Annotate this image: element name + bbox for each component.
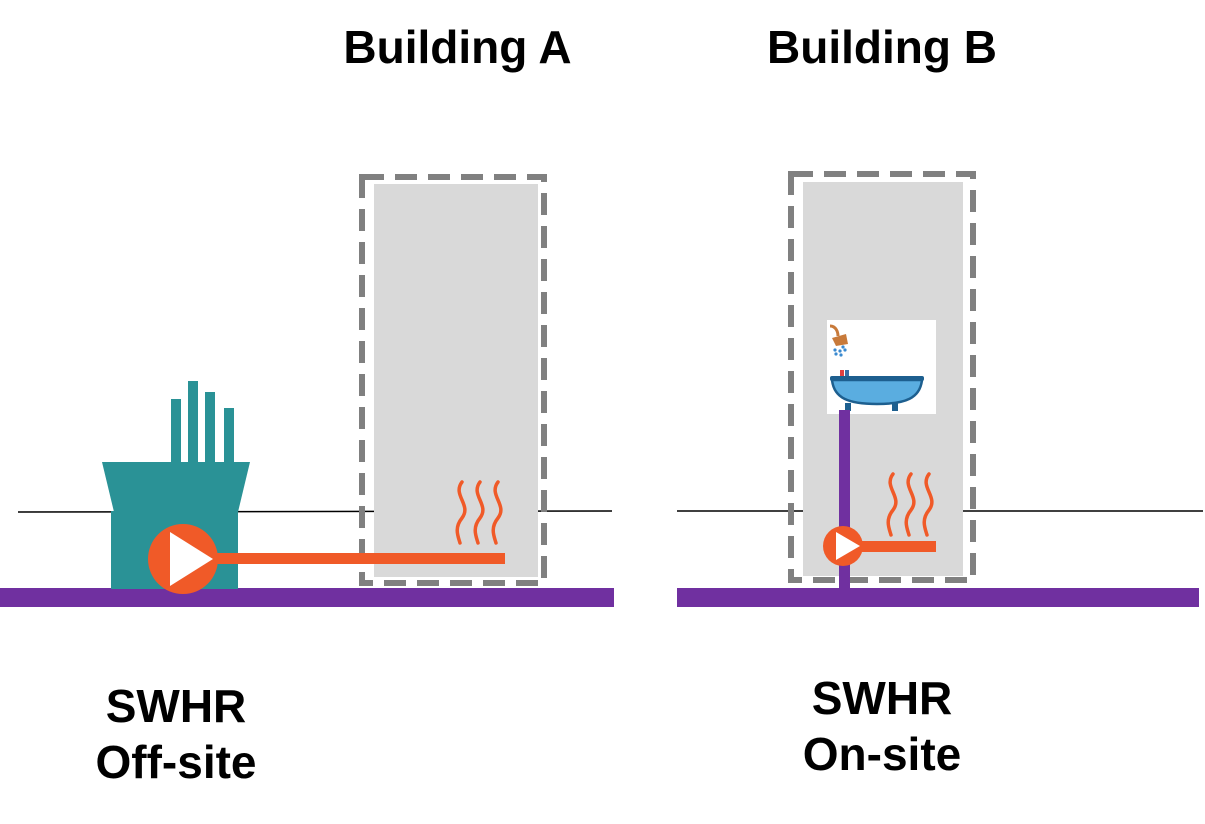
- swhr-onsite-label: SWHR On-site: [776, 670, 988, 782]
- swhr-offsite-line2: Off-site: [95, 736, 257, 788]
- bathtub-icon: [827, 320, 936, 414]
- drain-pipe-b: [839, 410, 850, 590]
- swhr-offsite-line1: SWHR: [105, 680, 247, 732]
- building-a-title: Building A: [343, 21, 572, 73]
- swhr-offsite-label: SWHR Off-site: [70, 678, 282, 790]
- shower-icon: [829, 324, 848, 357]
- sewer-pipe-right: [677, 588, 1199, 607]
- swhr-onsite-line1: SWHR: [811, 672, 953, 724]
- building-b-title: Building B: [767, 21, 997, 73]
- building-a: [359, 174, 547, 586]
- heat-icon: [886, 472, 934, 537]
- heat-pipe-a: [200, 553, 505, 564]
- heat-icon: [455, 480, 503, 545]
- swhr-onsite-line2: On-site: [802, 728, 962, 780]
- pump-icon: [823, 526, 863, 566]
- pump-icon: [148, 524, 218, 594]
- heat-pipe-b: [850, 541, 936, 552]
- sewer-pipe-left: [0, 588, 614, 607]
